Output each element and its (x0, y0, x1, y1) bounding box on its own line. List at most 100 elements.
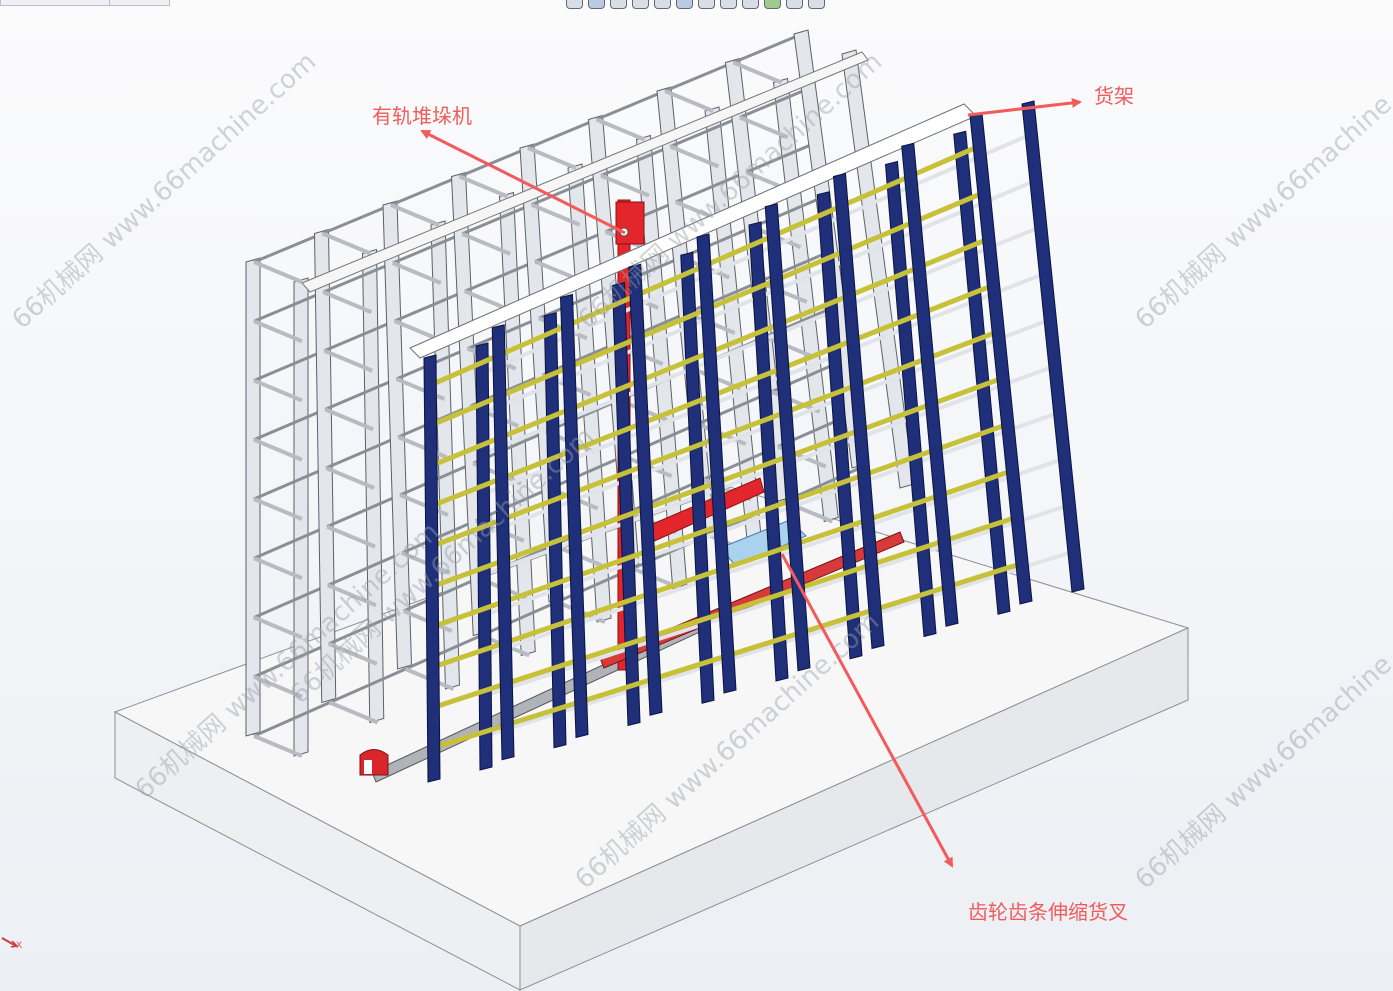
front-rack-beam (840, 173, 911, 209)
view-orientation-icon[interactable] (676, 0, 693, 9)
front-rack-shelf (553, 478, 626, 510)
front-rack-shelf (836, 371, 909, 403)
display-style-icon[interactable] (698, 0, 715, 9)
front-rack-beam (858, 401, 932, 433)
front-rack-beam (708, 321, 781, 355)
back-rack-crossbar (669, 144, 720, 169)
front-rack-shelf (703, 598, 778, 627)
back-rack-beam (745, 141, 818, 174)
back-rack-beam (253, 349, 325, 382)
front-rack-shelf (771, 486, 845, 516)
front-rack-beam (851, 310, 924, 343)
back-rack-beam (739, 86, 810, 119)
back-rack-beam (253, 583, 329, 619)
front-rack-shelf (556, 604, 631, 633)
back-rack-crossbar (327, 583, 377, 608)
apply-scene-icon[interactable] (764, 0, 781, 9)
back-rack-beam (324, 377, 398, 411)
back-rack-beam (392, 232, 463, 265)
monitor-icon[interactable] (808, 0, 825, 9)
front-rack-shelf (551, 395, 623, 428)
zoom-area-icon[interactable] (588, 0, 605, 9)
front-rack-shelf (925, 572, 1001, 600)
front-rack-beam (855, 356, 928, 388)
front-rack-beam (930, 375, 1004, 407)
back-rack-beam (253, 232, 324, 264)
front-rack-shelf (693, 381, 765, 414)
front-rack-beam (908, 144, 980, 179)
front-rack-shelf (922, 527, 997, 555)
front-rack-beam (576, 591, 651, 621)
back-rack-beam (390, 175, 461, 207)
front-rack-shelf (824, 192, 895, 226)
front-rack-beam (787, 427, 861, 459)
back-rack-beam (253, 701, 331, 738)
front-rack-shelf (482, 464, 555, 496)
front-rack-shelf (903, 299, 976, 331)
axis-triad: X (0, 932, 26, 954)
front-rack-beam (566, 293, 637, 328)
back-rack-beam (461, 203, 533, 236)
front-rack-shelf (558, 687, 634, 715)
back-rack-beam (321, 203, 392, 235)
front-rack-beam (647, 523, 721, 554)
back-rack-beam (595, 89, 666, 121)
back-rack-crossbar (253, 615, 303, 640)
front-rack-shelf (485, 710, 560, 738)
back-rack-beam (253, 525, 328, 560)
back-rack-beam (623, 422, 699, 458)
back-rack-crossbar (253, 556, 303, 581)
callout-arrows (420, 97, 1082, 868)
front-rack-beam (873, 584, 949, 613)
section-view-icon[interactable] (632, 0, 649, 9)
back-rack-beam (325, 435, 399, 470)
back-rack-beam (394, 289, 466, 323)
front-rack-shelf (896, 208, 967, 241)
front-rack-shelf (631, 664, 707, 692)
front-rack-beam (784, 383, 857, 415)
front-rack-shelf (849, 550, 924, 579)
back-rack-crossbar (253, 734, 303, 758)
front-rack-beam (498, 364, 570, 399)
front-rack-shelf (978, 317, 1051, 349)
back-rack-beam (464, 260, 536, 293)
front-rack-shelf (628, 579, 703, 608)
front-rack-beam (497, 323, 569, 358)
front-rack-beam (499, 406, 572, 440)
back-rack-beam (669, 115, 741, 148)
zoom-fit-icon[interactable] (566, 0, 583, 9)
dynamic-annotation-icon[interactable] (654, 0, 671, 9)
view-settings-icon[interactable] (786, 0, 803, 9)
edit-appearance-icon[interactable] (742, 0, 759, 9)
back-rack-beam (253, 642, 330, 679)
front-rack-beam (579, 676, 655, 705)
hide-show-icon[interactable] (720, 0, 737, 9)
back-rack-crossbar (764, 335, 814, 359)
front-rack-shelf (827, 237, 898, 270)
front-rack-beam (847, 265, 920, 299)
back-rack-beam (322, 261, 394, 294)
watermark-text: 66机械网 www.66machine.com (7, 47, 323, 335)
front-rack-beam (570, 421, 643, 454)
front-rack-shelf (961, 132, 1032, 167)
front-rack-beam (575, 548, 649, 579)
prev-view-icon[interactable] (610, 0, 627, 9)
front-rack-shelf (555, 562, 629, 592)
back-rack-crossbar (253, 437, 303, 462)
rack-callout-label: 货架 (1094, 84, 1134, 108)
front-rack-shelf (839, 416, 913, 447)
feature-tree-tab-stub[interactable] (0, 0, 170, 6)
back-rack-beam (732, 32, 803, 64)
front-rack-shelf (911, 390, 984, 421)
front-rack-beam (506, 699, 582, 728)
front-rack-beam (724, 586, 799, 615)
front-rack-beam (430, 435, 502, 469)
front-rack-shelf (773, 530, 848, 559)
front-rack-upright-rear (748, 221, 789, 682)
front-rack-beam (721, 542, 796, 572)
back-rack-beam (549, 454, 625, 490)
back-rack-beam (329, 667, 407, 704)
front-rack-upright-rear (816, 191, 863, 660)
front-rack-shelf (557, 645, 632, 674)
